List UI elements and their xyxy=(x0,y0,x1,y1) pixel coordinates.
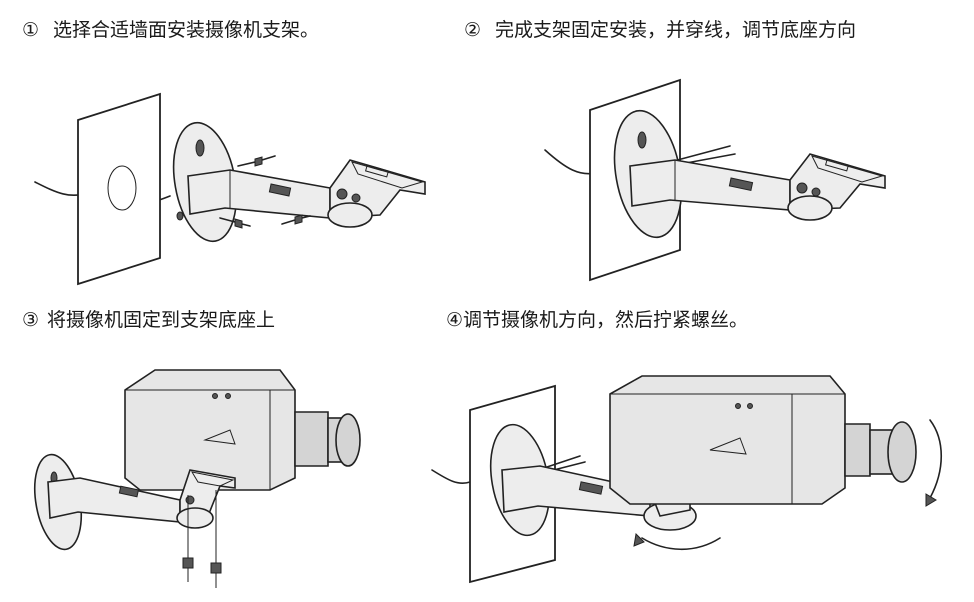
camera-attach-to-bracket-icon xyxy=(30,360,370,590)
step-1-text: 选择合适墙面安装摄像机支架。 xyxy=(53,19,320,41)
step-3-label: ③ 将摄像机固定到支架底座上 xyxy=(22,308,275,332)
step-4-number: ④ xyxy=(446,309,464,331)
step-3-text: 将摄像机固定到支架底座上 xyxy=(47,309,276,331)
wall-bracket-mounting-icon xyxy=(30,90,440,290)
bracket-fixed-with-cable-icon xyxy=(540,70,920,290)
step-3-number: ③ xyxy=(22,309,40,331)
step-4-text: 调节摄像机方向，然后拧紧螺丝。 xyxy=(463,309,749,331)
camera-direction-adjust-icon xyxy=(430,370,950,592)
step-2-text: 完成支架固定安装，并穿线，调节底座方向 xyxy=(495,19,857,41)
step-2-number: ② xyxy=(464,19,482,41)
step-4-label: ④调节摄像机方向，然后拧紧螺丝。 xyxy=(446,308,748,332)
step-1-label: ① 选择合适墙面安装摄像机支架。 xyxy=(22,18,319,42)
step-2-label: ② 完成支架固定安装，并穿线，调节底座方向 xyxy=(464,18,856,42)
step-1-number: ① xyxy=(22,19,40,41)
